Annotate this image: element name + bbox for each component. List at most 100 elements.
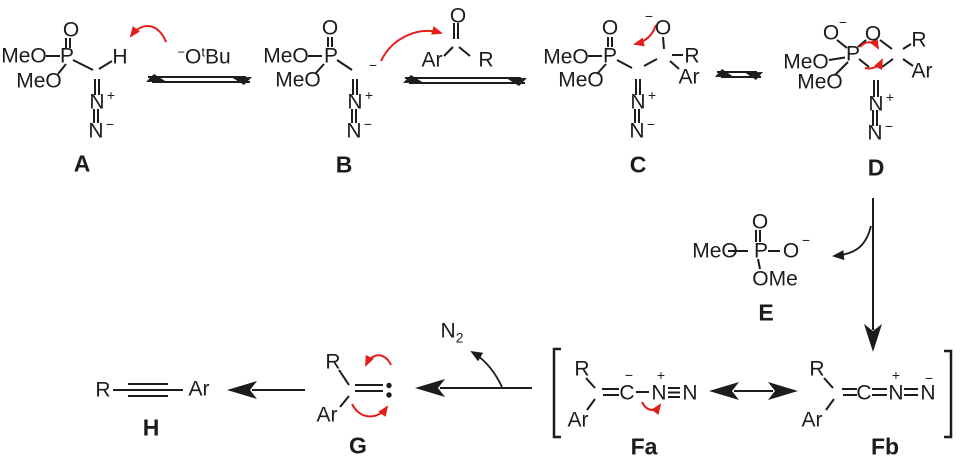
e-phosphoryl-oxygen: O [751,210,769,234]
ketone-bonds [443,23,471,57]
arrow-g-to-h [227,381,305,399]
e-ome: OMe [752,267,798,291]
structure-d-bonds [828,39,914,126]
d-oxide-oxygen: O [822,21,840,45]
c-meo-2: MeO [558,68,604,92]
a-phosphorus: P [59,44,75,68]
equilibrium-arrow-3 [715,69,763,80]
electron-pushing-arrows [129,24,883,418]
fa-carbanion-charge: − [624,367,634,383]
c-phosphoryl-oxygen: O [601,16,619,40]
d-meo-1: MeO [783,50,829,74]
carbene-lone-pair-dot [386,392,392,398]
h-ar: Ar [188,377,210,401]
c-n2: N [629,119,645,143]
bracket-right [944,349,953,439]
a-phosphoryl-oxygen: O [62,18,80,42]
equilibrium-arrow-1 [146,74,252,85]
fa-n1: N [651,381,667,405]
d-n2-charge: − [884,118,894,134]
h-r: R [95,378,111,402]
e-label: E [758,299,774,326]
a-meo-2: MeO [16,69,62,93]
a-n2: N [88,119,104,143]
red-arrow-ring-top [859,37,879,50]
fb-n1-charge: + [891,367,901,383]
bracket-left [552,347,561,439]
a-n1-charge: + [106,87,116,103]
d-ar: Ar [911,59,933,83]
a-hydrogen: H [112,45,128,69]
resonance-arrow [709,382,798,400]
b-carbanion-charge: − [368,57,378,73]
fa-r: R [574,357,590,381]
structure-c-bonds [588,36,683,123]
d-n2: N [867,121,883,145]
otbu-tert-sup: t [201,44,205,60]
red-arrow-deprotonation [129,25,167,43]
ketone-r: R [478,48,494,72]
g-r: R [325,350,341,374]
structure-b-bonds [308,37,358,123]
c-r: R [684,44,700,68]
fa-n1-charge: + [656,367,666,383]
structure-e-bonds [728,230,780,270]
e-anion-charge: − [801,232,811,248]
structure-fb-bonds [823,377,918,411]
fb-ar: Ar [801,408,823,432]
d-phosphorus: P [845,42,861,66]
d-r: R [911,28,927,52]
e-meo: MeO [692,239,738,263]
c-ar: Ar [678,65,700,89]
e-anion-oxygen: O [782,239,800,263]
b-n2: N [346,119,362,143]
red-arrow-alkoxide-to-p [633,24,657,47]
c-meo-1: MeO [543,45,589,69]
b-label: B [335,151,353,178]
structure-fa-bonds [585,377,680,411]
fb-n2: N [920,381,936,405]
otbu-charge: − [177,44,185,60]
g-label: G [349,432,367,459]
c-phosphorus: P [602,44,618,68]
c-n1: N [630,90,646,114]
otbu-reagent: −OtBu [177,44,231,69]
fa-label: Fa [630,433,658,460]
otbu-oxygen: O [184,45,202,69]
b-phosphoryl-oxygen: O [321,16,339,40]
otbu-butyl: Bu [204,45,231,69]
red-arrow-migration-top [365,354,392,367]
fa-n2: N [682,381,698,405]
fb-r: R [809,357,825,381]
b-n2-charge: − [363,116,373,132]
n2-symbol: N [440,319,456,343]
equilibrium-arrow-2 [403,75,527,86]
b-phosphorus: P [323,44,339,68]
red-arrow-migration-bottom [351,403,389,418]
g-ar: Ar [316,403,338,427]
ketone-ar: Ar [421,48,443,72]
a-n2-charge: − [105,116,115,132]
red-arrow-ring-bottom [864,58,883,71]
structure-h-bonds [113,383,183,397]
d-n1-charge: + [885,89,895,105]
red-arrow-carbanion-attack [380,26,443,62]
e-phosphorus: P [753,239,769,263]
c-alkoxide-oxygen: O [654,16,672,40]
carbene-lone-pair-dot [386,382,392,389]
c-n2-charge: − [646,116,656,132]
b-n1: N [347,90,363,114]
fb-carbon: C [856,381,872,405]
b-meo-1: MeO [263,44,309,68]
red-arrow-n2-expulsion [641,401,662,415]
a-meo-1: MeO [1,44,47,68]
d-label: D [867,154,885,181]
fb-n2-charge: − [924,370,934,386]
arrow-fa-to-g [415,379,532,397]
ketone-oxygen: O [449,4,467,28]
b-n1-charge: + [364,87,374,103]
curved-arrow-n2-loss [470,350,503,388]
d-oxide-charge: − [838,14,848,30]
